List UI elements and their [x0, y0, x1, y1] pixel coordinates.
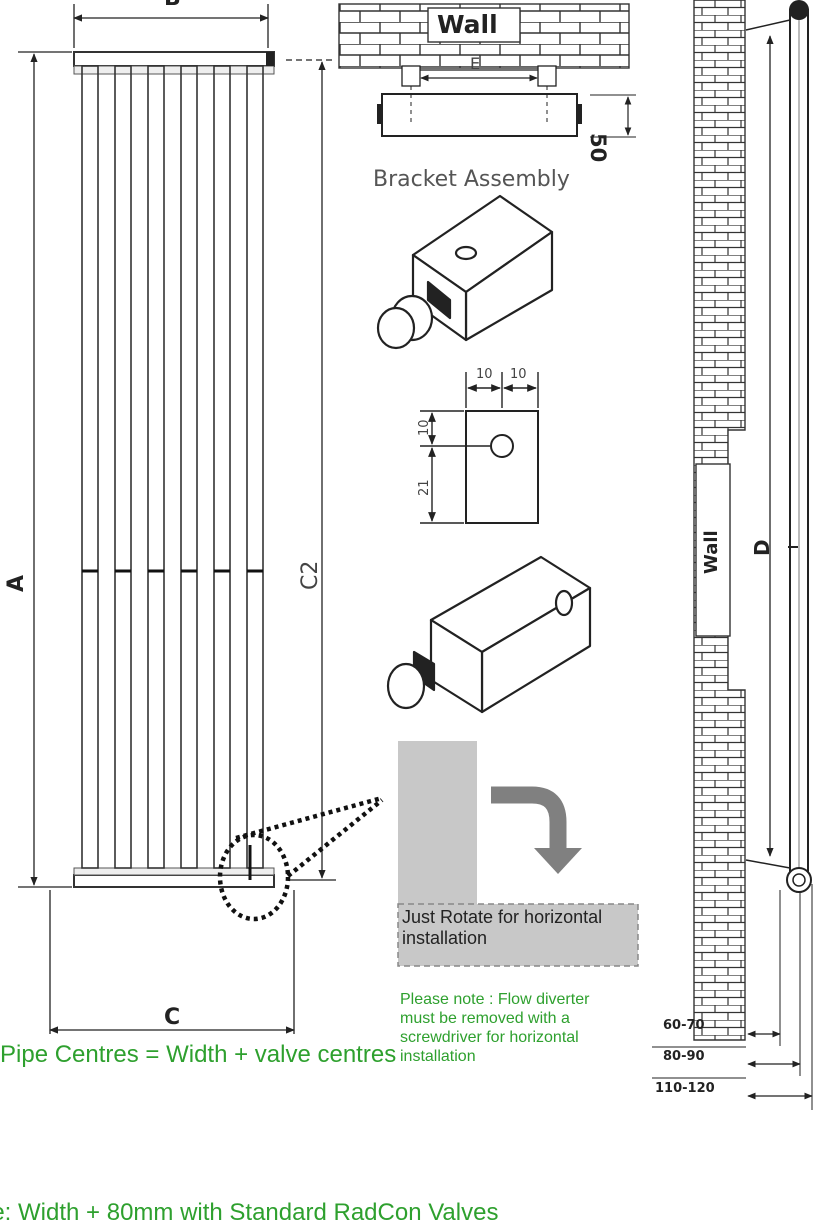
radiator-front-view — [73, 51, 275, 888]
side-wall-view — [652, 0, 813, 1110]
dimension-c2 — [286, 59, 336, 881]
rotate-note: Just Rotate for horizontal installation — [402, 907, 603, 948]
wall-label-side: Wall — [701, 530, 722, 574]
pipe-centres-formula: Pipe Centres = Width + valve centres — [0, 1041, 397, 1068]
bracket-dim-10-left: 10 — [476, 367, 493, 382]
bracket-dim-10-vertical: 10 — [417, 419, 432, 436]
bracket-dim-21: 21 — [417, 479, 432, 496]
bracket-isometric-upper — [376, 194, 554, 350]
flow-diverter-note: Please note : Flow diverter must be remo… — [400, 991, 590, 1065]
bracket-assembly-title: Bracket Assembly — [373, 167, 570, 192]
label-e: E — [470, 54, 481, 73]
wall-gap-60-70: 60-70 — [663, 1018, 705, 1033]
top-wall-plan-view — [338, 3, 636, 138]
label-c2: C2 — [298, 560, 323, 590]
label-d: D — [750, 539, 774, 556]
rotate-illustration — [397, 741, 639, 967]
wall-label-top: Wall — [437, 10, 498, 39]
label-a: A — [4, 574, 29, 592]
label-c: C — [164, 1005, 181, 1030]
wall-gap-110-120: 110-120 — [655, 1081, 715, 1096]
bracket-depth-label: 50 — [586, 133, 610, 163]
wall-gap-80-90: 80-90 — [663, 1049, 705, 1064]
dimension-b — [73, 4, 269, 48]
bracket-dim-10-right: 10 — [510, 367, 527, 382]
dimension-c — [49, 890, 295, 1034]
pipe-centres-example: ie: Width + 80mm with Standard RadCon Va… — [0, 1199, 499, 1226]
bracket-isometric-lower — [386, 555, 592, 714]
flow-diverter-callout — [217, 795, 384, 922]
dimension-a — [18, 51, 72, 888]
bracket-front-view — [420, 372, 539, 524]
label-b: B — [164, 0, 181, 10]
